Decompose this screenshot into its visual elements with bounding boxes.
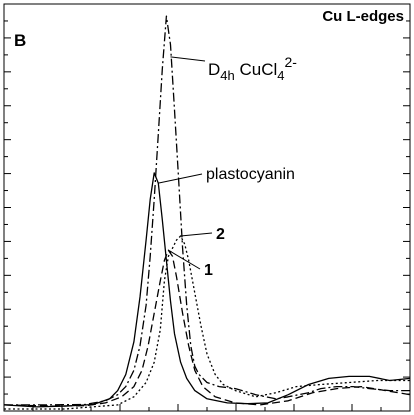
leader-line-d4h bbox=[170, 56, 206, 62]
series-line-d4h bbox=[4, 15, 410, 406]
series-line-two bbox=[4, 235, 410, 410]
annotation-d4h-cucl4: D4h CuCl42- bbox=[208, 54, 297, 83]
leader-line-one bbox=[168, 249, 201, 270]
annotation-2: 2 bbox=[216, 226, 225, 243]
annotation-d4h-sub2: 4 bbox=[277, 68, 284, 83]
series-line-one bbox=[3, 249, 411, 407]
leader-line-two bbox=[180, 232, 213, 237]
series-line-plastocyanin bbox=[3, 172, 411, 408]
annotation-d4h-sup: 2- bbox=[285, 54, 298, 70]
leader-line-plastocyanin bbox=[158, 173, 203, 184]
panel-label: B bbox=[14, 31, 26, 50]
series-layer bbox=[3, 15, 411, 410]
annotation-d4h-sub1: 4h bbox=[220, 68, 234, 83]
axis-ticks bbox=[4, 20, 410, 411]
annotation-d4h-base: D bbox=[208, 60, 220, 79]
chart-title: Cu L-edges bbox=[322, 8, 404, 25]
annotation-leaders bbox=[158, 56, 213, 270]
annotation-1: 1 bbox=[204, 262, 213, 279]
annotation-d4h-mid: CuCl bbox=[235, 60, 278, 79]
annotation-plastocyanin: plastocyanin bbox=[206, 166, 295, 183]
